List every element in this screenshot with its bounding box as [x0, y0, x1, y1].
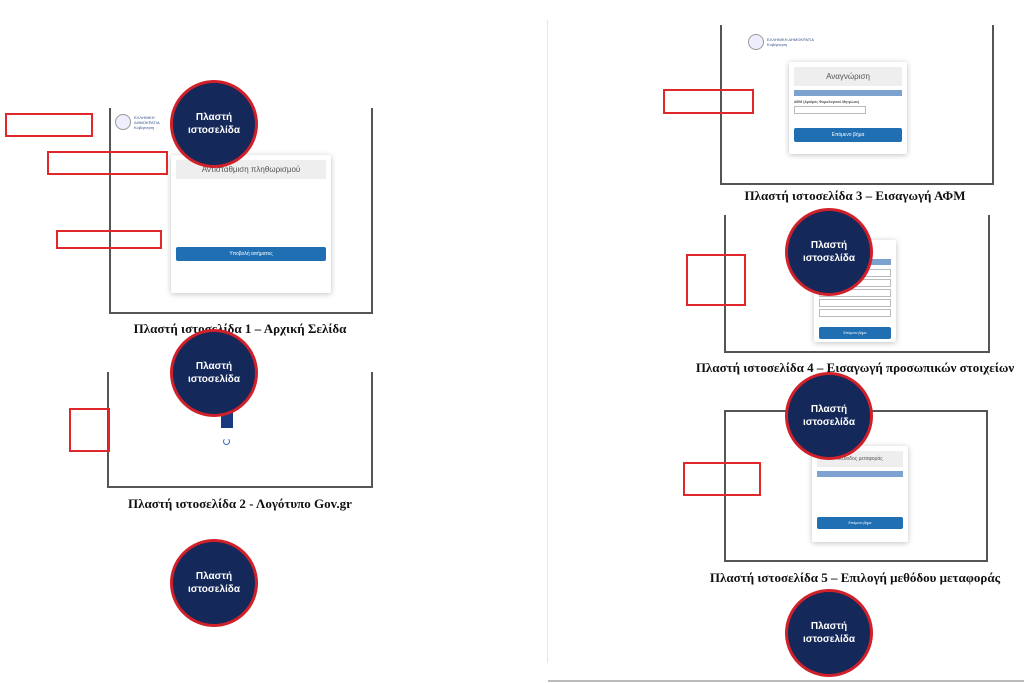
- fake-site-badge: Πλαστή ιστοσελίδα: [170, 539, 258, 627]
- govgr-logo: [221, 412, 233, 428]
- field-label: ΑΦΜ (Αριθμός Φορολογικού Μητρώου): [794, 100, 860, 104]
- fake-site-badge: Πλαστή ιστοσελίδα: [170, 329, 258, 417]
- caption-4: Πλαστή ιστοσελίδα 4 – Εισαγωγή προσωπικώ…: [695, 360, 1015, 375]
- loading-spinner-icon: [223, 438, 230, 445]
- caption-5: Πλαστή ιστοσελίδα 5 – Επιλογή μεθόδου με…: [709, 570, 1001, 585]
- logo-text: ΕΛΛΗΝΙΚΗ ΔΗΜΟΚΡΑΤΙΑ: [134, 114, 160, 125]
- fake-site-badge: Πλαστή ιστοσελίδα: [785, 589, 873, 677]
- highlight-box: [663, 89, 754, 114]
- caption-3: Πλαστή ιστοσελίδα 3 – Εισαγωγή ΑΦΜ: [744, 188, 966, 203]
- caption-1: Πλαστή ιστοσελίδα 1 – Αρχική Σελίδα: [133, 321, 347, 336]
- afm-field: [794, 106, 867, 114]
- logo-subtext: Κυβέρνηση: [767, 42, 788, 47]
- caption-2: Πλαστή ιστοσελίδα 2 - Λογότυπο Gov.gr: [128, 496, 352, 511]
- highlight-box: [686, 254, 746, 306]
- fake-site-badge: Πλαστή ιστοσελίδα: [785, 208, 873, 296]
- mockup-5-card: Μέθοδος μεταφοράς Επόμενο βήμα: [812, 446, 908, 542]
- highlight-box: [5, 113, 93, 137]
- next-step-button: Επόμενο βήμα: [819, 327, 891, 339]
- info-bar: [817, 471, 903, 477]
- form-field: [819, 299, 891, 307]
- submit-request-button: Υποβολή αιτήματος: [176, 247, 326, 261]
- seal-icon: [115, 114, 131, 130]
- logo-text: ΕΛΛΗΝΙΚΗ ΔΗΜΟΚΡΑΤΙΑ: [767, 37, 814, 42]
- mockup-3-card: Αναγνώριση ΑΦΜ (Αριθμός Φορολογικού Μητρ…: [789, 62, 907, 154]
- highlight-box: [56, 230, 162, 249]
- highlight-box: [47, 151, 168, 175]
- seal-icon: [748, 34, 764, 50]
- next-step-button: Επόμενο βήμα: [794, 128, 902, 142]
- logo-subtext: Κυβέρνηση: [134, 124, 155, 130]
- mockup-1-card: Αντιστάθμιση πληθωρισμού Υποβολή αιτήματ…: [171, 155, 331, 293]
- next-step-button: Επόμενο βήμα: [817, 517, 903, 529]
- page-bottom-edge: [548, 680, 1024, 682]
- highlight-box: [69, 408, 110, 452]
- fake-site-badge: Πλαστή ιστοσελίδα: [785, 372, 873, 460]
- fake-site-badge: Πλαστή ιστοσελίδα: [170, 80, 258, 168]
- card-title: Αναγνώριση: [794, 67, 902, 86]
- page-divider: [547, 20, 548, 663]
- form-field: [819, 309, 891, 317]
- info-bar: [794, 90, 902, 96]
- highlight-box: [683, 462, 761, 496]
